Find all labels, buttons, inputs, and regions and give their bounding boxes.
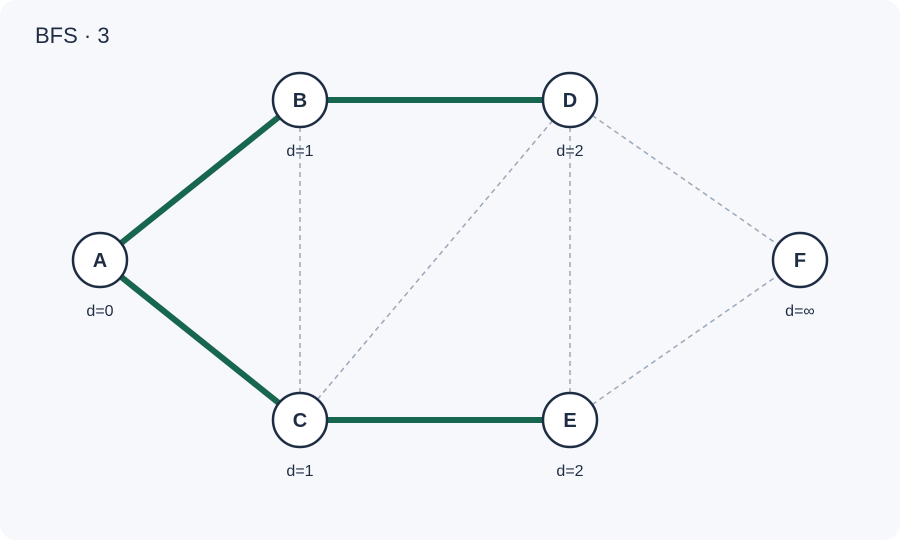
node-label: F <box>794 250 806 272</box>
node-label: A <box>93 250 107 272</box>
edge-a-b <box>97 97 303 263</box>
node-distance: d=2 <box>556 463 583 480</box>
node-label: D <box>563 90 577 112</box>
node-f: Fd=∞ <box>771 231 829 320</box>
edge-d-f <box>569 99 801 261</box>
node-label: E <box>563 410 576 432</box>
node-a: Ad=0 <box>71 231 129 320</box>
edge-a-c <box>97 257 303 423</box>
node-distance: d=1 <box>286 463 313 480</box>
node-c: Cd=1 <box>271 391 329 480</box>
node-e: Ed=2 <box>541 391 599 480</box>
node-distance: d=∞ <box>785 303 815 320</box>
node-circle <box>541 391 599 449</box>
edge-e-f <box>569 259 801 421</box>
node-distance: d=2 <box>556 143 583 160</box>
node-distance: d=1 <box>286 143 313 160</box>
node-circle <box>71 231 129 289</box>
node-distance: d=0 <box>86 303 113 320</box>
node-circle <box>771 231 829 289</box>
node-circle <box>271 71 329 129</box>
edge-c-d <box>299 99 571 421</box>
node-circle <box>271 391 329 449</box>
node-label: B <box>293 90 307 112</box>
node-d: Dd=2 <box>541 71 599 160</box>
node-circle <box>541 71 599 129</box>
node-b: Bd=1 <box>271 71 329 160</box>
node-label: C <box>293 410 307 432</box>
nodes-layer: Ad=0Bd=1Cd=1Dd=2Ed=2Fd=∞ <box>71 71 829 480</box>
edges-layer <box>97 97 801 423</box>
diagram-title: BFS · 3 <box>35 23 110 48</box>
